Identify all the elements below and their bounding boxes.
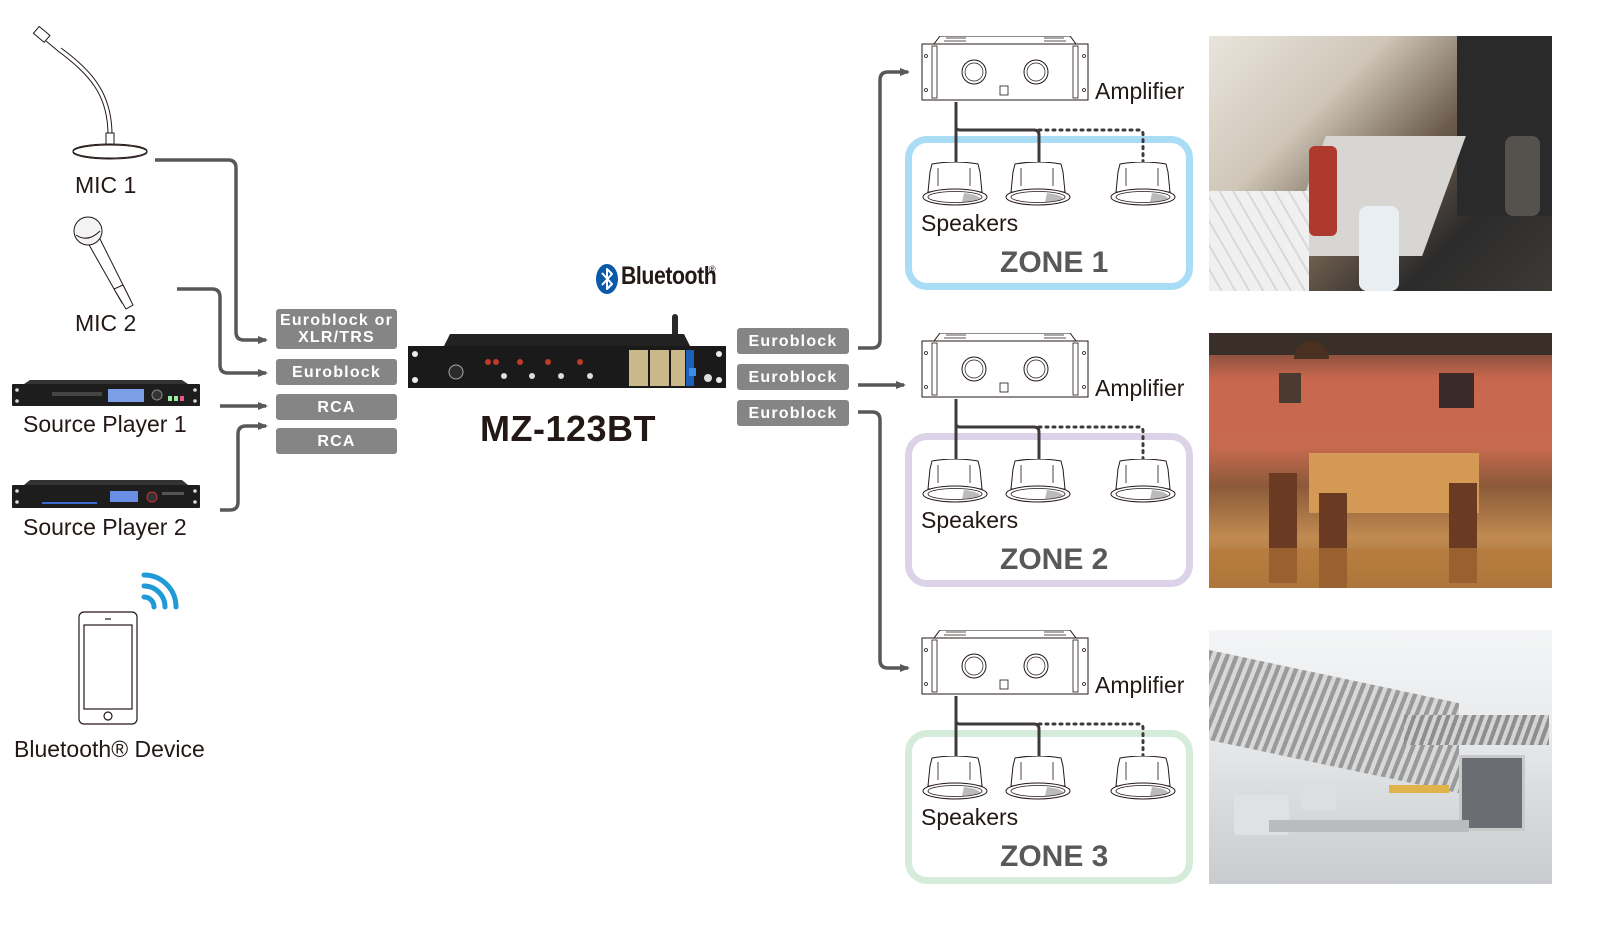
port-label: Euroblock xyxy=(748,332,838,350)
ceiling-speaker-icon xyxy=(1110,162,1176,206)
port-label: Euroblock xyxy=(291,363,382,381)
handheld-mic-icon xyxy=(73,216,134,310)
speakers-label: Speakers xyxy=(921,507,1019,533)
input-port-source1: RCA xyxy=(276,394,397,420)
mic2-label: MIC 2 xyxy=(75,310,137,336)
ceiling-speaker-icon xyxy=(1110,756,1176,800)
zone-boundary xyxy=(905,433,1193,587)
source-player-2-label: Source Player 2 xyxy=(23,514,187,540)
port-label: XLR/TRS xyxy=(298,329,375,346)
input-port-mic1: Euroblock or XLR/TRS xyxy=(276,309,397,349)
amplifier-icon xyxy=(921,630,1089,695)
output-port-zone3: Euroblock xyxy=(737,400,849,426)
port-label: RCA xyxy=(317,398,356,416)
speaker-cabling xyxy=(954,696,1145,760)
ceiling-speaker-icon xyxy=(1005,459,1071,503)
amplifier-label: Amplifier xyxy=(1095,375,1185,401)
amplifier-icon xyxy=(921,333,1089,398)
speaker-cabling xyxy=(954,399,1145,463)
amplifier-label: Amplifier xyxy=(1095,672,1185,698)
speakers-label: Speakers xyxy=(921,804,1019,830)
commercial-kitchen-photo xyxy=(1209,630,1552,884)
bluetooth-device-label: Bluetooth® Device xyxy=(14,736,205,762)
cafe-counter-photo xyxy=(1209,36,1552,291)
wire-out-zone3 xyxy=(858,410,910,672)
input-port-mic2: Euroblock xyxy=(276,359,397,385)
zone-boundary xyxy=(905,730,1193,884)
mixer-model-name: MZ-123BT xyxy=(480,408,657,449)
ceiling-speaker-icon xyxy=(1110,459,1176,503)
ceiling-speaker-icon xyxy=(922,459,988,503)
bluetooth-wordmark: Bluetooth xyxy=(621,262,717,290)
zone-title: ZONE 1 xyxy=(1000,246,1109,279)
port-label: RCA xyxy=(317,432,356,450)
wire-mic2 xyxy=(177,287,268,377)
output-port-zone1: Euroblock xyxy=(737,328,849,354)
ceiling-speaker-icon xyxy=(922,756,988,800)
mixer-device xyxy=(408,314,726,388)
output-port-zone2: Euroblock xyxy=(737,364,849,390)
zone-title: ZONE 3 xyxy=(1000,840,1109,873)
source-player-1-label: Source Player 1 xyxy=(23,411,187,437)
wire-source2 xyxy=(220,422,268,512)
wire-out-zone1 xyxy=(858,68,910,350)
amplifier-label: Amplifier xyxy=(1095,78,1185,104)
port-label: Euroblock xyxy=(748,368,838,386)
restaurant-dining-photo xyxy=(1209,333,1552,588)
speaker-cabling xyxy=(954,102,1145,166)
ceiling-speaker-icon xyxy=(1005,162,1071,206)
zone-title: ZONE 2 xyxy=(1000,543,1109,576)
ceiling-speaker-icon xyxy=(1005,756,1071,800)
gooseneck-mic-icon xyxy=(32,25,148,160)
bluetooth-icon xyxy=(596,264,618,294)
wireless-signal-icon xyxy=(141,572,179,610)
amplifier-icon xyxy=(921,36,1089,101)
source-player-2-device xyxy=(12,480,200,510)
port-label: Euroblock or xyxy=(279,312,394,329)
input-port-source2: RCA xyxy=(276,428,397,454)
wire-mic1 xyxy=(155,158,268,344)
smartphone-icon xyxy=(78,572,179,725)
registered-mark: ® xyxy=(709,264,716,274)
zone-boundary xyxy=(905,136,1193,290)
ceiling-speaker-icon xyxy=(922,162,988,206)
source-player-1-device xyxy=(12,380,200,408)
mic1-label: MIC 1 xyxy=(75,172,137,198)
speakers-label: Speakers xyxy=(921,210,1019,236)
port-label: Euroblock xyxy=(748,404,838,422)
